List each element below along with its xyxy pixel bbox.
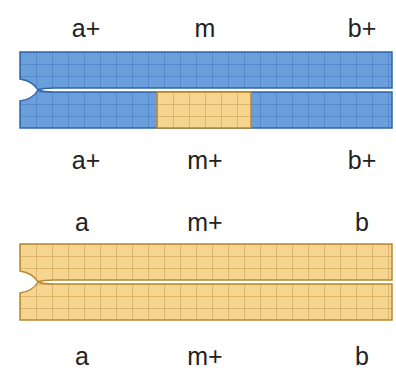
allele-label: b+: [348, 148, 377, 173]
allele-label: a+: [72, 16, 101, 41]
allele-label: a: [75, 344, 89, 369]
allele-label: m+: [187, 344, 222, 369]
allele-label: b: [355, 210, 369, 235]
allele-label: b: [355, 344, 369, 369]
allele-label: m+: [187, 148, 222, 173]
allele-label: m+: [187, 210, 222, 235]
allele-label: m: [195, 16, 216, 41]
allele-label: a+: [72, 148, 101, 173]
allele-label: a: [75, 210, 89, 235]
allele-label: b+: [348, 16, 377, 41]
